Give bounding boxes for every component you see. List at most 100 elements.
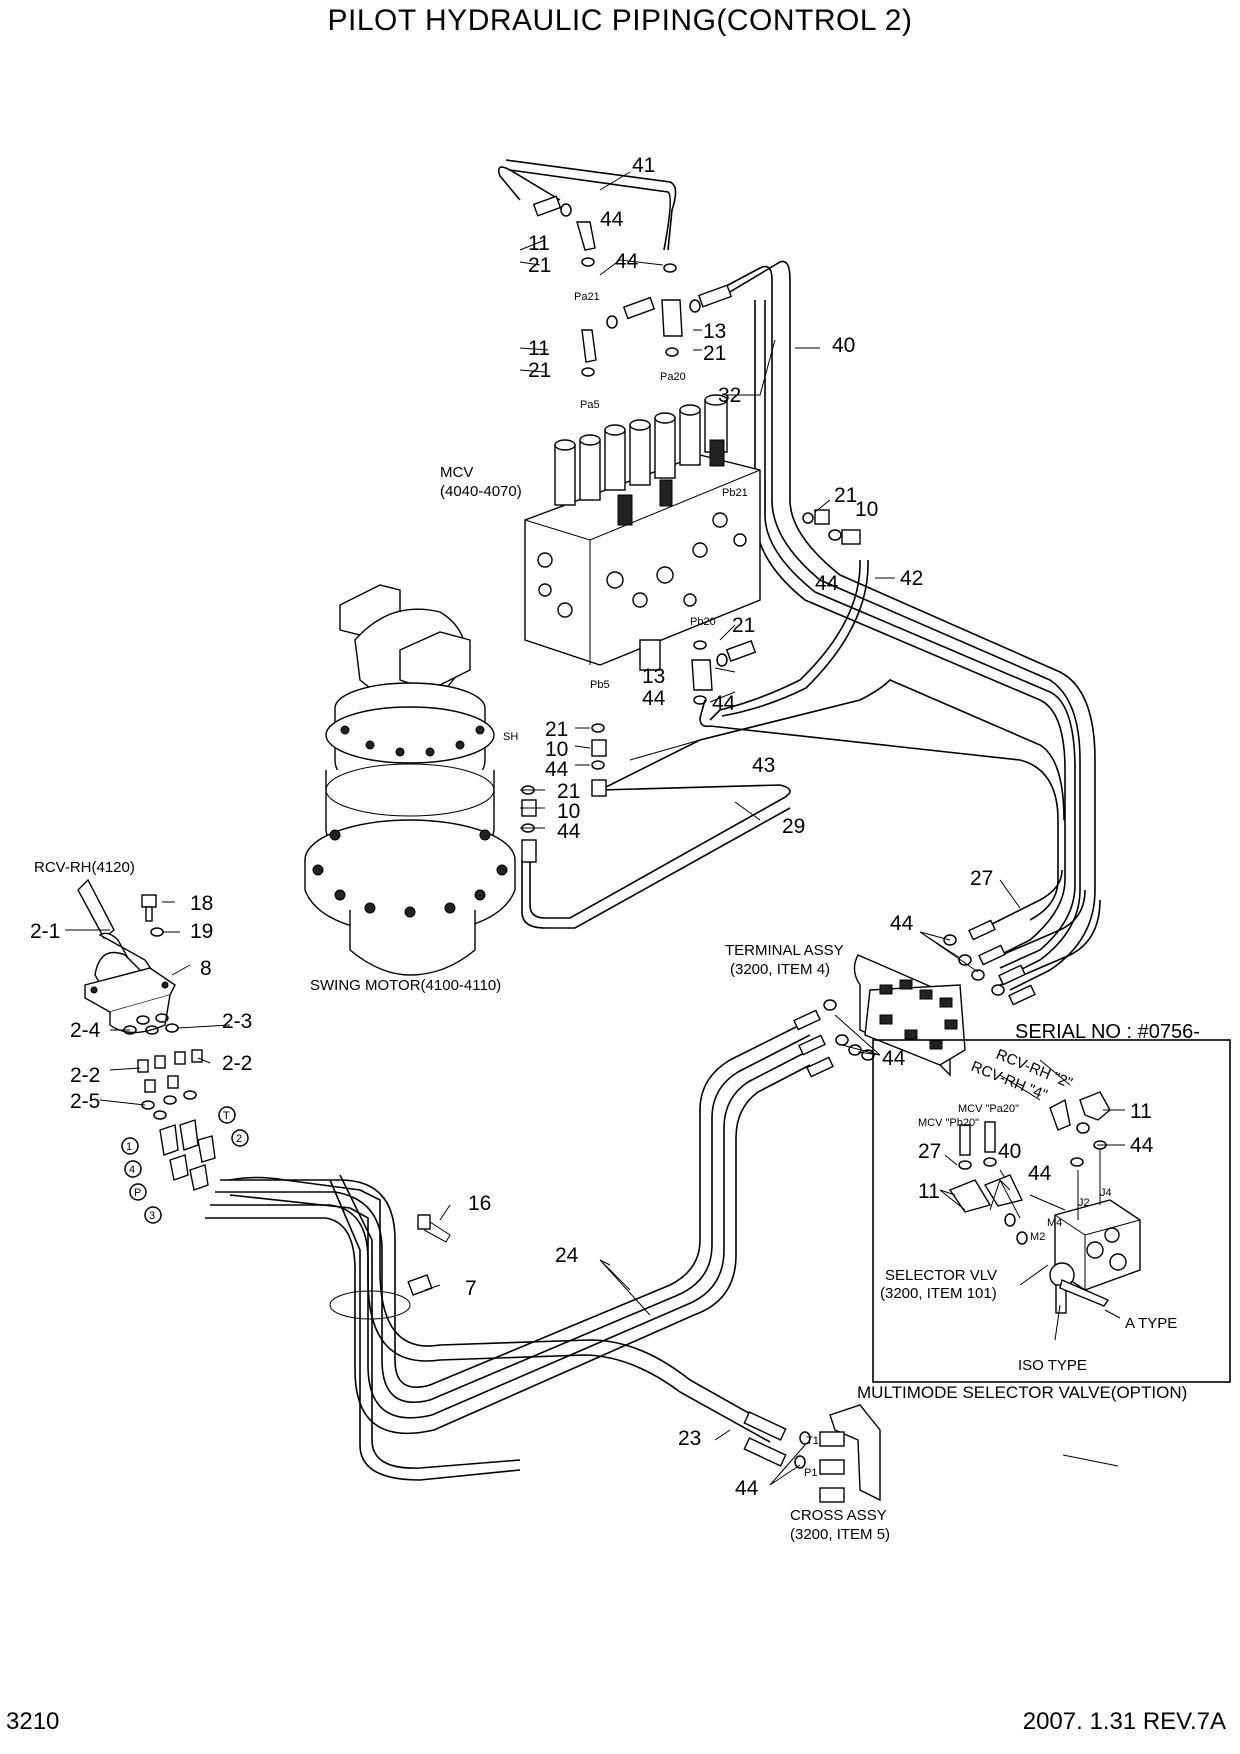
inset-part-40: 40	[998, 1140, 1021, 1163]
part-13: 13	[703, 320, 726, 343]
part-44: 44	[890, 912, 914, 935]
part-44: 44	[600, 208, 624, 231]
inset-part-11: 11	[918, 1180, 940, 1203]
rcv-port-4: 4	[129, 1164, 135, 1176]
terminal-assy-label: TERMINAL ASSY	[725, 942, 844, 959]
part-19: 19	[190, 920, 213, 943]
part-44: 44	[615, 250, 639, 273]
mcv-range-label: (4040-4070)	[440, 483, 522, 500]
port-pa5: Pa5	[580, 399, 600, 411]
mcv-top-fittings	[532, 195, 861, 545]
part-2-5: 2-5	[70, 1090, 100, 1113]
part-2-2: 2-2	[70, 1064, 100, 1087]
part-7: 7	[465, 1277, 477, 1300]
port-labels: Pa21 Pa20 Pa5 Pb21 Pb20 Pb5 SH T1 P1	[503, 291, 819, 1479]
part-8: 8	[200, 957, 212, 980]
rcv-port-2: 2	[236, 1133, 242, 1145]
part-10: 10	[855, 498, 878, 521]
port-pb5: Pb5	[590, 679, 610, 691]
mcv-bottom-fittings	[521, 640, 757, 863]
inset-part-44: 44	[1028, 1162, 1052, 1185]
part-21: 21	[557, 780, 580, 803]
terminal-assy-ref: (3200, ITEM 4)	[730, 961, 830, 978]
rcv-port-markers	[121, 1106, 249, 1224]
inset-labels: SERIAL NO : #0756- RCV-RH "2" RCV-RH "4"…	[857, 1021, 1200, 1402]
cross-assy-ref: (3200, ITEM 5)	[790, 1526, 890, 1543]
part-41: 41	[632, 154, 655, 177]
part-11: 11	[528, 232, 550, 255]
port-pa20: Pa20	[660, 371, 686, 383]
rcv-label: RCV-RH(4120)	[34, 859, 135, 876]
part-44: 44	[557, 820, 581, 843]
part-16: 16	[468, 1192, 491, 1215]
pipe-41	[497, 159, 677, 251]
leader-lines	[65, 171, 1119, 1486]
rcv-port-3: 3	[149, 1210, 155, 1222]
swing-motor-label: SWING MOTOR(4100-4110)	[310, 977, 501, 994]
part-2-4: 2-4	[70, 1019, 101, 1042]
part-10: 10	[545, 738, 568, 761]
part-23: 23	[678, 1427, 701, 1450]
pipe-40	[699, 260, 1096, 991]
part-21: 21	[545, 718, 568, 741]
swing-motor	[304, 584, 516, 976]
part-44: 44	[815, 572, 839, 595]
page-title: PILOT HYDRAULIC PIPING(CONTROL 2)	[327, 4, 913, 37]
pipe-27	[979, 869, 1101, 986]
inset-fittings	[948, 1091, 1111, 1245]
revision-date: 2007. 1.31 REV.7A	[1022, 1708, 1226, 1735]
part-10: 10	[557, 800, 580, 823]
part-2-3: 2-3	[222, 1010, 252, 1033]
part-2-1: 2-1	[30, 920, 60, 943]
cross-assy	[743, 1404, 881, 1503]
part-21: 21	[732, 614, 755, 637]
bolt-16	[417, 1214, 451, 1243]
rcv-rh-joystick	[77, 878, 176, 1034]
rcv-port-labels: 1 4 P 3 T 2	[126, 1110, 242, 1222]
port-p1: P1	[804, 1467, 817, 1479]
part-number-labels: 41 44 11 21 44 11 21 13 21 40 32 21 10 4…	[30, 154, 993, 1500]
part-42: 42	[900, 567, 923, 590]
port-t1: T1	[806, 1435, 819, 1447]
rcv-port-1: 1	[126, 1141, 132, 1153]
inset-leaders	[939, 1059, 1125, 1341]
part-43: 43	[752, 754, 775, 777]
a-type-label: A TYPE	[1125, 1315, 1177, 1332]
port-pb21: Pb21	[722, 487, 748, 499]
part-21: 21	[528, 359, 551, 382]
part-13: 13	[642, 665, 665, 688]
terminal-fittings	[793, 919, 1036, 1078]
part-18: 18	[190, 892, 213, 915]
part-21: 21	[834, 484, 857, 507]
port-pa21: Pa21	[574, 291, 600, 303]
pipe-24	[205, 1019, 811, 1435]
pipe-42	[709, 559, 869, 721]
port-pb20: Pb20	[690, 616, 716, 628]
part-21: 21	[528, 254, 551, 277]
component-labels: MCV (4040-4070) RCV-RH(4120) SWING MOTOR…	[34, 464, 890, 1543]
part-11: 11	[528, 337, 550, 360]
pipe-43	[599, 679, 1065, 921]
part-40: 40	[832, 334, 855, 357]
part-44: 44	[545, 758, 569, 781]
inset-part-27: 27	[918, 1140, 941, 1163]
inset-mcv-pa20: MCV "Pa20"	[958, 1103, 1019, 1115]
pipe-29	[521, 784, 791, 929]
part-44: 44	[735, 1477, 759, 1500]
inset-m2: M2	[1030, 1231, 1045, 1243]
mcv-name-label: MCV	[440, 464, 473, 481]
part-21: 21	[703, 342, 726, 365]
part-2-2: 2-2	[222, 1052, 252, 1075]
cross-assy-label: CROSS ASSY	[790, 1507, 887, 1524]
terminal-assy	[853, 954, 966, 1077]
selector-valve-ref: (3200, ITEM 101)	[880, 1285, 997, 1302]
rcv-port-p: P	[134, 1187, 141, 1199]
inset-j2: J2	[1078, 1197, 1090, 1209]
selector-valve	[1049, 1199, 1141, 1314]
pipe-23	[229, 1174, 771, 1481]
part-44: 44	[712, 692, 736, 715]
page-number: 3210	[6, 1708, 60, 1735]
selector-valve-label: SELECTOR VLV	[885, 1267, 997, 1284]
port-sh: SH	[503, 731, 518, 743]
